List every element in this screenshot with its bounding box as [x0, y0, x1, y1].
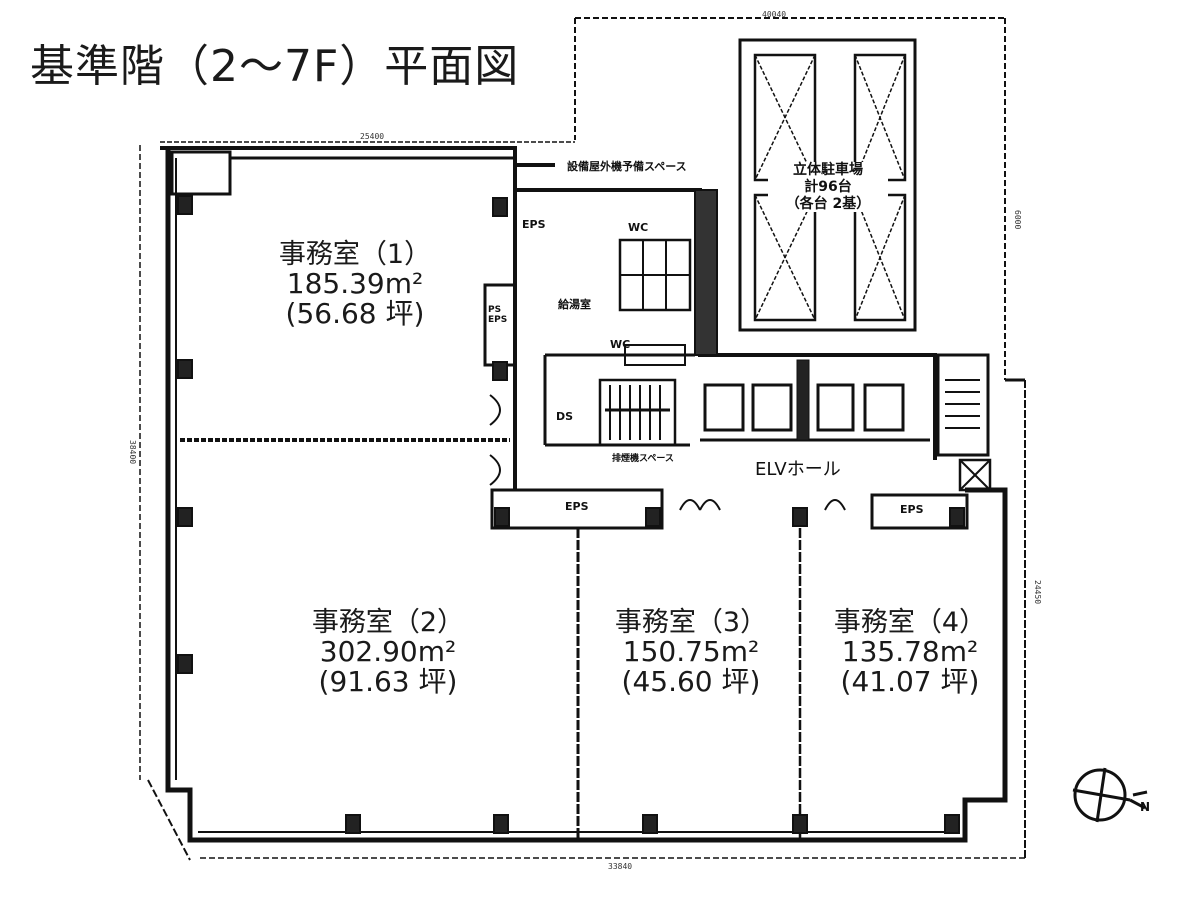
room-name: 事務室（4）: [833, 607, 987, 638]
room-name: 事務室（2）: [311, 607, 465, 638]
dim-bottom: 33840: [608, 862, 633, 871]
dim-right-upper: 6000: [1013, 210, 1022, 230]
parking-line1: 立体駐車場: [793, 162, 863, 178]
smoke-label: 排煙機スペース: [612, 454, 674, 464]
north-arrow-icon: [1072, 767, 1148, 823]
room-name: 事務室（1）: [278, 239, 432, 270]
parking-label: 立体駐車場 計96台 （各台 2基）: [768, 162, 888, 213]
wc-bottom-label: WC: [610, 338, 631, 351]
room-tsubo: (45.60 坪): [621, 665, 761, 699]
outdoor-unit-space-label: 設備屋外機予備スペース: [567, 160, 687, 173]
room-office-4: 事務室（4） 135.78m² (41.07 坪): [815, 608, 1005, 698]
dim-top-parking: 40040: [762, 10, 787, 19]
ps-eps-label: PS EPS: [488, 305, 508, 325]
room-office-3: 事務室（3） 150.75m² (45.60 坪): [596, 608, 786, 698]
eps-left-label: EPS: [565, 500, 589, 513]
wc-top-label: WC: [628, 221, 649, 234]
room-tsubo: (41.07 坪): [840, 665, 980, 699]
room-tsubo: (91.63 坪): [318, 665, 458, 699]
room-tsubo: (56.68 坪): [285, 297, 425, 331]
elv-hall-label: ELVホール: [755, 459, 841, 480]
dim-right-lower: 24450: [1033, 580, 1042, 605]
room-area: 135.78m²: [841, 635, 979, 669]
kyutoushitsu-label: 給湯室: [558, 298, 591, 311]
north-label: N: [1140, 800, 1151, 814]
room-office-1: 事務室（1） 185.39m² (56.68 坪): [255, 240, 455, 330]
eps-right-label: EPS: [900, 503, 924, 516]
parking-line2: 計96台: [804, 178, 852, 195]
ds-label: DS: [556, 410, 574, 423]
room-name: 事務室（3）: [614, 607, 768, 638]
room-area: 185.39m²: [286, 267, 424, 301]
room-area: 150.75m²: [622, 635, 760, 669]
parking-line3: （各台 2基）: [785, 195, 871, 212]
eps-top-label: EPS: [522, 218, 546, 231]
dim-top-office: 25400: [360, 132, 385, 141]
page-title: 基準階（2〜7F）平面図: [30, 41, 520, 92]
room-office-2: 事務室（2） 302.90m² (91.63 坪): [288, 608, 488, 698]
dim-left: 38400: [128, 440, 137, 465]
room-area: 302.90m²: [319, 635, 457, 669]
